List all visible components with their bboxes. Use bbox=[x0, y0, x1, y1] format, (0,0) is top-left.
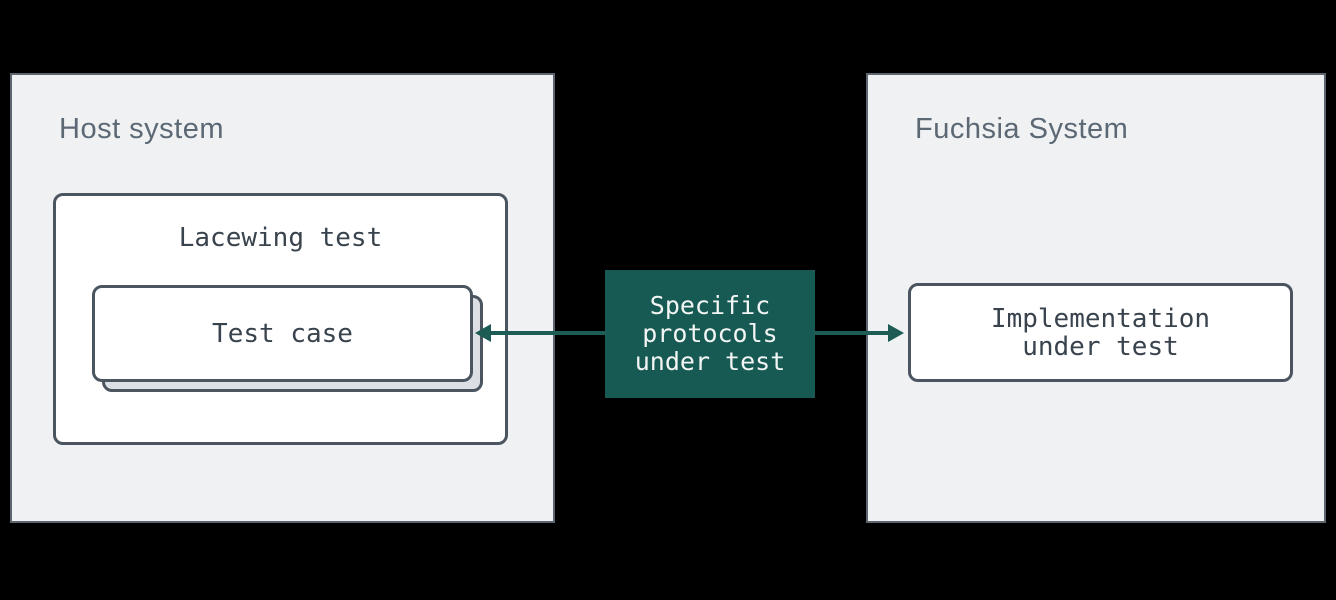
specific-protocols-box: Specific protocols under test bbox=[605, 270, 815, 398]
test-case-label: Test case bbox=[212, 318, 353, 349]
fuchsia-system-panel: Fuchsia System Implementation under test bbox=[866, 73, 1326, 523]
right-arrowhead-icon bbox=[888, 324, 904, 342]
test-case-box: Test case bbox=[92, 285, 473, 382]
lacewing-test-label: Lacewing test bbox=[178, 223, 383, 253]
host-system-panel: Host system Lacewing test Test case bbox=[10, 73, 555, 523]
lacewing-test-box: Lacewing test Test case bbox=[53, 193, 508, 445]
left-arrowhead-icon bbox=[475, 324, 491, 342]
host-system-title: Host system bbox=[59, 113, 225, 145]
right-arrow-shaft bbox=[814, 331, 890, 335]
implementation-under-test-box: Implementation under test bbox=[908, 283, 1293, 382]
specific-protocols-label: Specific protocols under test bbox=[634, 291, 786, 376]
fuchsia-system-title: Fuchsia System bbox=[915, 113, 1129, 145]
implementation-under-test-label: Implementation under test bbox=[990, 303, 1211, 362]
left-arrow-shaft bbox=[488, 331, 606, 335]
